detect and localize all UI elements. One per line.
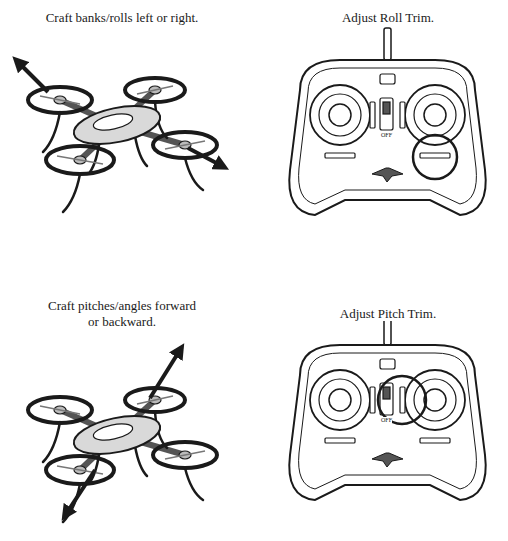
switch-label: OFF <box>375 417 399 425</box>
label-text: Adjust Pitch Trim. <box>340 306 436 321</box>
highlight-circle <box>413 135 457 179</box>
drone <box>28 78 217 212</box>
caption: Craft banks/rolls left or right. <box>7 10 237 26</box>
caption: Adjust Pitch Trim. <box>288 306 488 322</box>
controller <box>289 28 485 215</box>
controller <box>289 313 485 500</box>
label-text: Adjust Roll Trim. <box>342 10 434 25</box>
highlight-circle <box>378 376 426 424</box>
motion-arrow <box>66 350 180 514</box>
label-text: OFF <box>381 417 392 423</box>
motion-arrow <box>18 62 222 166</box>
label-text: OFF <box>381 132 392 138</box>
drone <box>28 388 217 522</box>
label-text: Craft banks/rolls left or right. <box>46 10 199 25</box>
caption: Adjust Roll Trim. <box>288 10 488 26</box>
switch-label: OFF <box>375 132 399 140</box>
label-text: Craft pitches/angles forward or backward… <box>48 298 196 329</box>
caption: Craft pitches/angles forward or backward… <box>47 298 197 331</box>
